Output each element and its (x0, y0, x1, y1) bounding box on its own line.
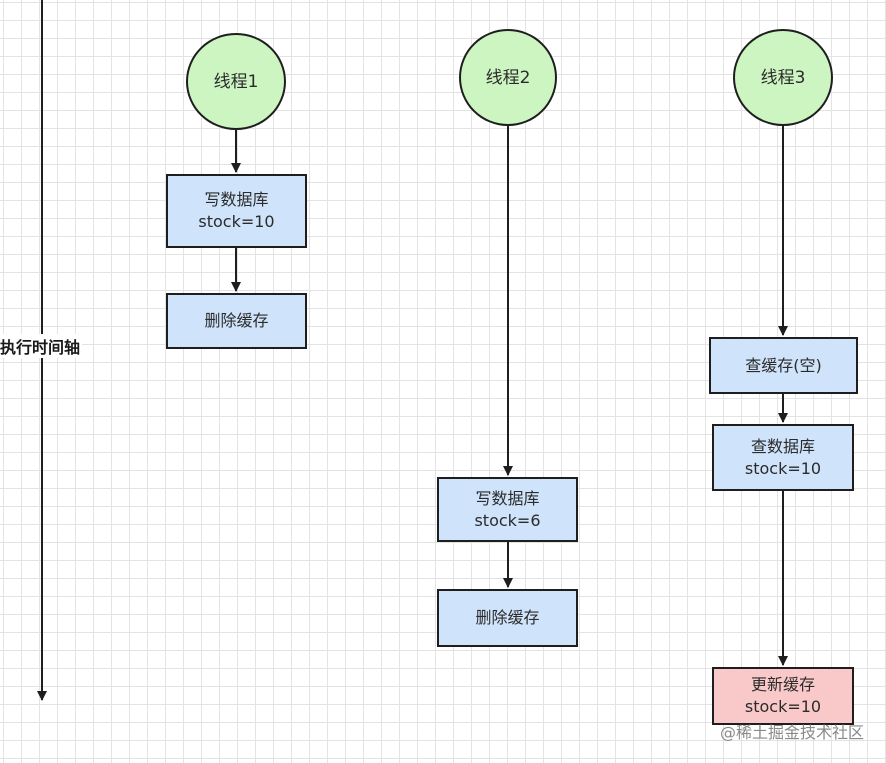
t2-write-db-label: 写数据库 (475, 488, 540, 508)
thread-2-title: 线程2 (485, 67, 531, 88)
t2-write-db-value: stock=6 (474, 510, 541, 530)
t3-query-db-value: stock=10 (744, 458, 822, 478)
thread-3-node: 线程3 (733, 29, 833, 126)
thread-3-title: 线程3 (760, 67, 806, 88)
t3-query-db-step: 查数据库 stock=10 (712, 424, 854, 491)
t2-delete-cache-step: 删除缓存 (437, 589, 578, 647)
thread-2-node: 线程2 (459, 29, 557, 126)
thread-1-title: 线程1 (213, 71, 259, 92)
t1-delete-cache-step: 删除缓存 (166, 293, 307, 349)
time-axis-label: 执行时间轴 (0, 334, 83, 358)
t3-query-cache-label: 查缓存(空) (745, 355, 822, 375)
thread-1-node: 线程1 (186, 33, 286, 130)
t1-write-db-label: 写数据库 (204, 190, 269, 209)
t2-delete-cache-label: 删除缓存 (475, 608, 540, 627)
t3-update-cache-label: 更新缓存 (750, 675, 815, 694)
watermark-text: @稀土掘金技术社区 (719, 723, 864, 742)
t2-write-db-step: 写数据库 stock=6 (437, 477, 578, 542)
t1-write-db-step: 写数据库 stock=10 (166, 174, 307, 248)
t1-write-db-value: stock=10 (198, 212, 275, 231)
t3-update-cache-value: stock=10 (744, 697, 822, 716)
t3-query-cache-step: 查缓存(空) (709, 337, 858, 394)
t3-update-cache-step: 更新缓存 stock=10 (712, 667, 854, 725)
t3-query-db-label: 查数据库 (750, 436, 815, 456)
t1-delete-cache-label: 删除缓存 (204, 311, 269, 330)
